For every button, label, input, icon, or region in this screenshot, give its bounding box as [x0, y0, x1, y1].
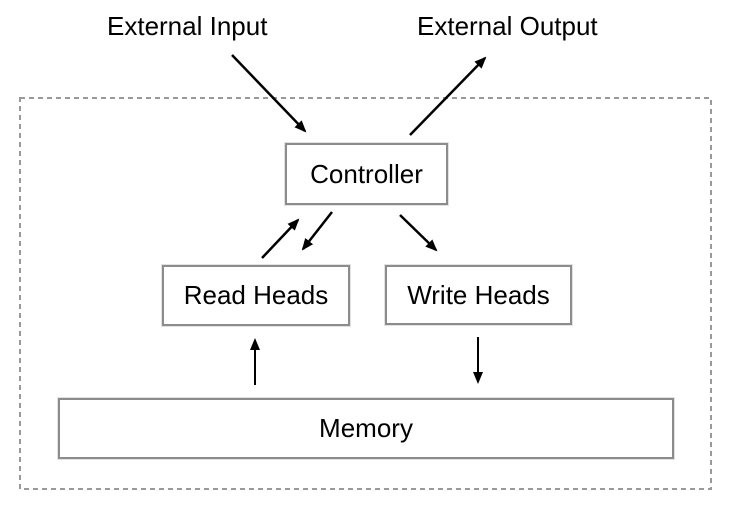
arrow-controller-to-external-output [409, 56, 487, 136]
read-heads-node: Read Heads [162, 265, 350, 326]
write-heads-node: Write Heads [385, 265, 572, 325]
ntm-boundary-box [19, 97, 712, 490]
read-heads-label: Read Heads [183, 280, 329, 310]
memory-node: Memory [58, 398, 674, 459]
external-input-label: External Input [107, 11, 268, 41]
arrow-read-heads-to-controller [261, 218, 300, 259]
arrow-controller-to-read-heads [301, 211, 333, 251]
write-heads-label: Write Heads [407, 279, 550, 310]
memory-label: Memory [319, 413, 413, 443]
external-output-label: External Output [417, 11, 598, 41]
controller-label: Controller [310, 158, 423, 189]
arrow-external-input-to-controller [231, 54, 307, 133]
controller-node: Controller [285, 143, 448, 205]
arrow-controller-to-write-heads [399, 214, 438, 252]
